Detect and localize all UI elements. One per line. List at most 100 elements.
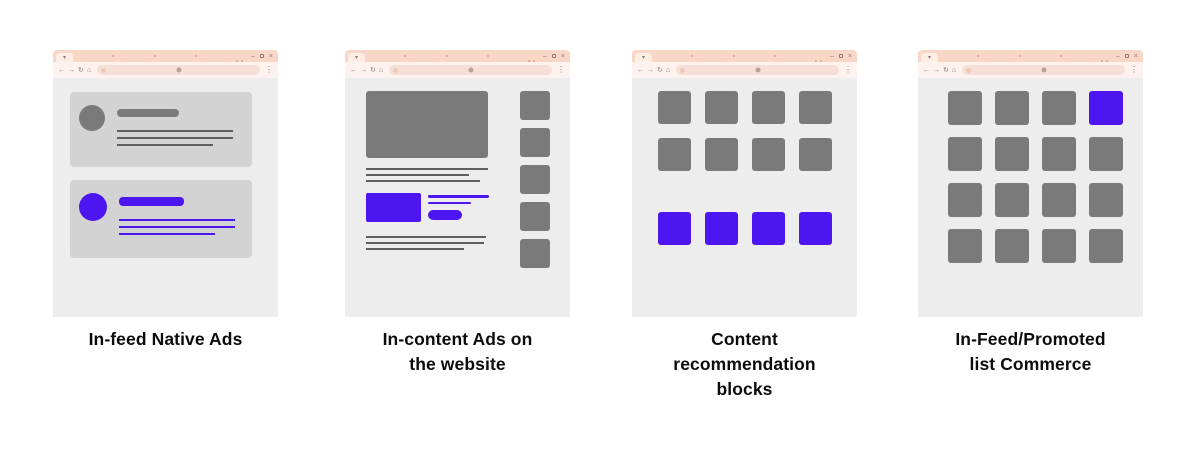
content-tile [520, 202, 550, 231]
content-tile [995, 91, 1029, 125]
browser-toolbar: ← → ↻ ⌂ ⋮ [918, 62, 1143, 78]
back-icon: ← [350, 66, 357, 74]
promoted-tile [658, 212, 691, 245]
home-icon: ⌂ [86, 66, 92, 74]
site-icon [966, 67, 972, 73]
inactive-tab-dots [73, 50, 236, 62]
content-tile [1089, 183, 1123, 217]
article-layout [345, 78, 570, 268]
text-line [366, 242, 484, 244]
content-tile [520, 239, 550, 268]
back-icon: ← [58, 66, 65, 74]
address-bar [97, 65, 260, 75]
forward-icon: → [360, 66, 367, 74]
paragraph-placeholder [366, 236, 488, 250]
content-tile [1042, 183, 1076, 217]
reload-icon: ↻ [370, 66, 376, 74]
content-tile [799, 138, 832, 171]
window-controls: – × [251, 50, 273, 62]
home-icon: ⌂ [378, 66, 384, 74]
back-icon: ← [637, 66, 644, 74]
reload-icon: ↻ [657, 66, 663, 74]
page-content-article [345, 78, 570, 317]
browser-toolbar: ← → ↻ ⌂ ⋮ [53, 62, 278, 78]
window-controls: – × [1116, 50, 1138, 62]
page-content-feed [53, 78, 278, 317]
maximize-icon [551, 54, 556, 58]
headline-placeholder [119, 197, 184, 206]
active-tab: ▾ [56, 53, 73, 62]
in-content-ad-unit [366, 193, 489, 222]
inactive-tab-dot [404, 55, 407, 57]
new-tab-dots [815, 60, 822, 62]
content-tile [520, 165, 550, 194]
minimize-icon: – [251, 52, 255, 60]
close-icon: × [1133, 52, 1138, 60]
text-placeholder [119, 219, 238, 235]
active-tab: ▾ [921, 53, 938, 62]
address-bar [962, 65, 1125, 75]
avatar [79, 105, 105, 131]
window-controls: – × [830, 50, 852, 62]
ad-cta-button [428, 210, 462, 220]
figure-content-recommendation: ▾ – × ← → ↻ ⌂ [632, 50, 857, 402]
inactive-tab-dot [112, 55, 115, 57]
browser-window: ▾ – × ← → ↻ ⌂ [918, 50, 1143, 317]
inactive-tab-dots [938, 50, 1101, 62]
overflow-menu-icon: ⋮ [844, 65, 852, 74]
browser-tab-bar: ▾ – × [345, 50, 570, 62]
tab-dot [528, 60, 530, 62]
text-line [366, 168, 488, 170]
avatar [79, 193, 107, 221]
home-icon: ⌂ [951, 66, 957, 74]
home-icon: ⌂ [665, 66, 671, 74]
ad-text-line [428, 202, 471, 204]
tab-caret-icon: ▾ [641, 54, 645, 61]
content-tile [1042, 137, 1076, 171]
tab-dot [236, 60, 238, 62]
promoted-tile [1089, 91, 1123, 125]
content-tile [948, 183, 982, 217]
overflow-menu-icon: ⋮ [265, 65, 273, 74]
browser-window: ▾ – × ← → ↻ ⌂ [53, 50, 278, 317]
figure-caption: In-content Ads on the website [382, 329, 533, 374]
text-line [117, 144, 213, 146]
content-tile-grid [632, 78, 857, 171]
inactive-tab-dot [773, 55, 776, 57]
text-line [117, 130, 233, 132]
text-line [366, 236, 486, 238]
figure-in-content-ads: ▾ – × ← → ↻ ⌂ [345, 50, 570, 377]
forward-icon: → [68, 66, 75, 74]
address-badge-icon [176, 67, 182, 73]
figure-promoted-list-commerce: ▾ – × ← → ↻ ⌂ [918, 50, 1143, 377]
ad-copy [428, 195, 489, 222]
headline-placeholder [117, 109, 179, 117]
content-tile [799, 91, 832, 124]
maximize-icon [259, 54, 264, 58]
hero-image-placeholder [366, 91, 488, 158]
text-line [117, 137, 233, 139]
back-icon: ← [923, 66, 930, 74]
close-icon: × [268, 52, 273, 60]
content-tile [995, 229, 1029, 263]
product-tile-grid [918, 78, 1143, 263]
new-tab-dots [1101, 60, 1108, 62]
content-tile [1089, 229, 1123, 263]
close-icon: × [847, 52, 852, 60]
browser-tab-bar: ▾ – × [918, 50, 1143, 62]
figure-caption: In-feed Native Ads [88, 329, 243, 349]
browser-tab-bar: ▾ – × [632, 50, 857, 62]
promoted-tile [705, 212, 738, 245]
forward-icon: → [933, 66, 940, 74]
content-tile [995, 137, 1029, 171]
new-tab-dots [528, 60, 535, 62]
paragraph-placeholder [366, 168, 488, 182]
site-icon [393, 67, 399, 73]
inactive-tab-dot [977, 55, 980, 57]
browser-toolbar: ← → ↻ ⌂ ⋮ [632, 62, 857, 78]
active-tab: ▾ [348, 53, 365, 62]
tab-dot [1106, 60, 1108, 62]
ad-image-placeholder [366, 193, 421, 222]
content-tile [948, 229, 982, 263]
tab-dot [533, 60, 535, 62]
